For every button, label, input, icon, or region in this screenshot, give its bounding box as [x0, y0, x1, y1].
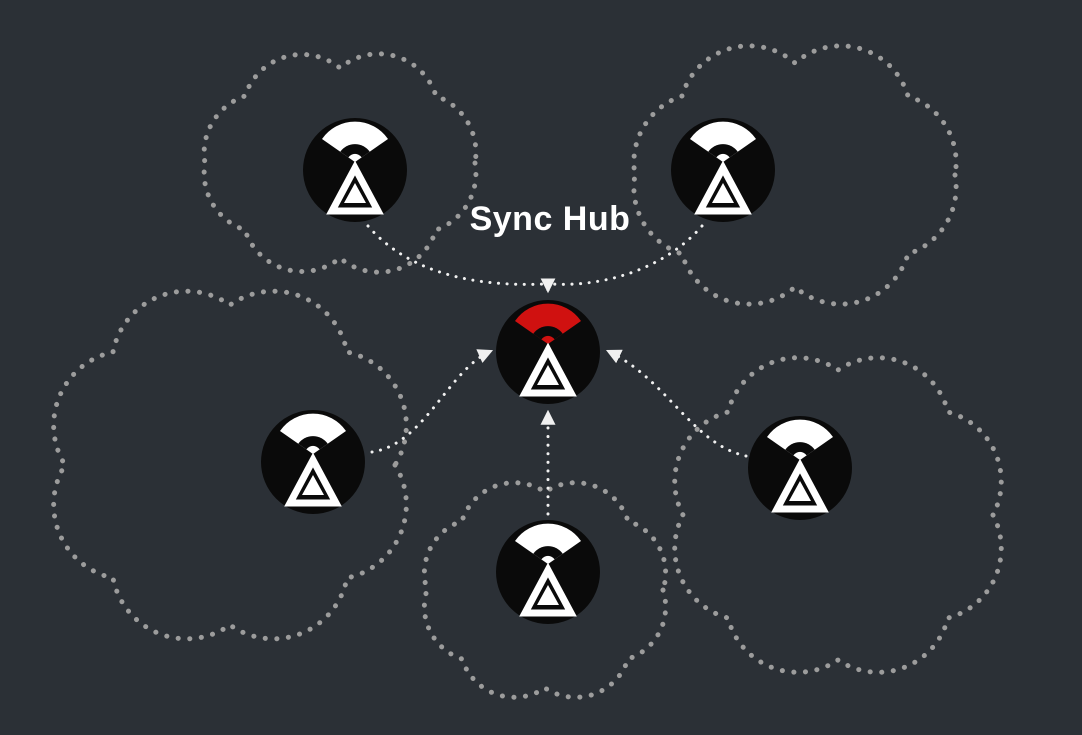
peer-node-mid-right [748, 416, 852, 520]
peer-node-top-right [671, 118, 775, 222]
sync-hub-label: Sync Hub [469, 200, 631, 238]
edge-peer-mid-right [605, 349, 748, 458]
peer-node-bottom [496, 520, 600, 624]
cloud-top-left [201, 51, 479, 275]
hub-node [496, 300, 600, 404]
peer-node-mid-left [261, 410, 365, 514]
cloud-mid-right [672, 355, 1004, 675]
peer-node-top-left [303, 118, 407, 222]
cloud-bottom [421, 480, 669, 700]
edge-peer-mid-left [370, 349, 494, 454]
cloud-top-right [631, 43, 959, 307]
